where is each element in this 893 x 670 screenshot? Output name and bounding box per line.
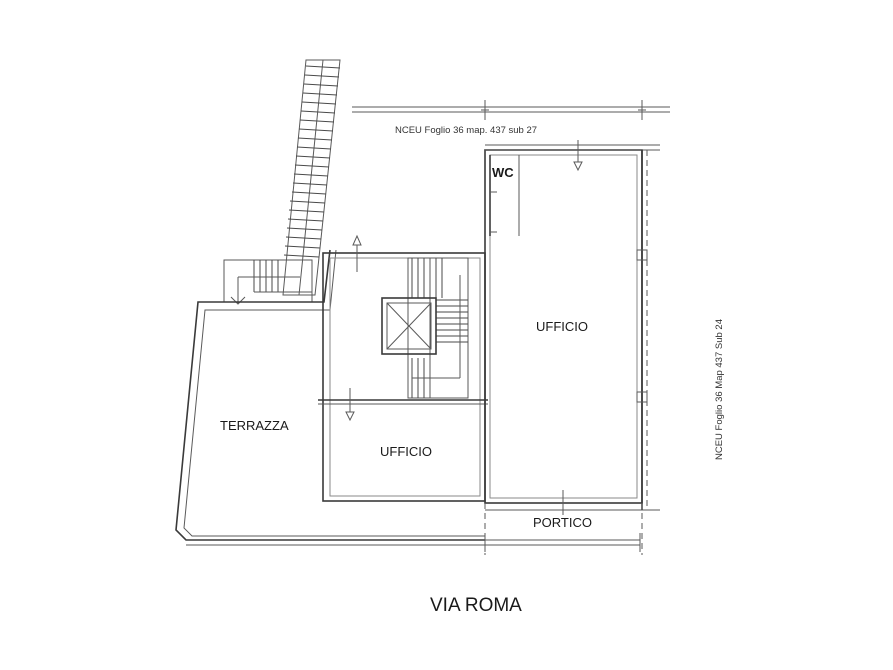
external-staircase	[282, 59, 341, 296]
central-block	[318, 234, 488, 502]
large-office	[484, 140, 660, 555]
room-label-terrazza: TERRAZZA	[220, 418, 289, 433]
wc-room	[489, 155, 520, 236]
elevator	[381, 297, 437, 355]
room-label-ufficio-small: UFFICIO	[380, 444, 432, 459]
stairwell	[407, 257, 469, 399]
room-label-portico: PORTICO	[533, 515, 592, 530]
east-neighbor-label: NCEU Foglio 36 Map 437 Sub 24	[714, 319, 725, 460]
room-label-ufficio-large: UFFICIO	[536, 319, 588, 334]
landing-stairs	[223, 259, 313, 305]
north-boundary	[352, 100, 670, 120]
terrazza-outline	[175, 249, 641, 552]
street-label: VIA ROMA	[430, 595, 522, 616]
north-neighbor-label: NCEU Foglio 36 map. 437 sub 27	[395, 125, 537, 136]
room-label-wc: WC	[492, 165, 514, 180]
